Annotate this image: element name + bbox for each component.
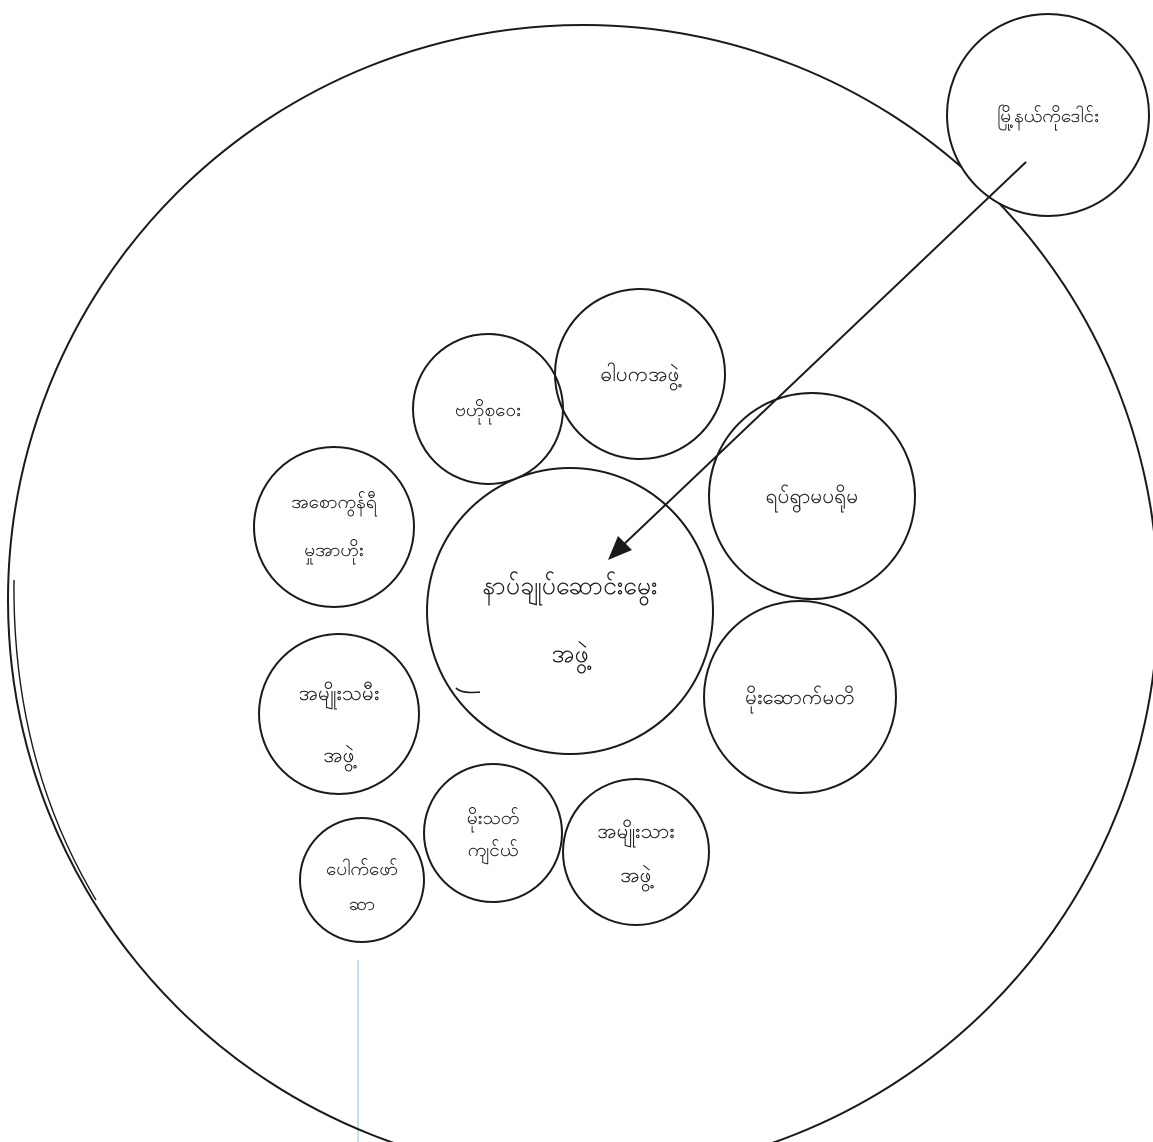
node-label-line2: ကျင်ယ်	[468, 838, 519, 865]
outer-boundary-circle	[7, 24, 1153, 1142]
node-top: ဗဟိုစုဝေး	[412, 333, 564, 485]
node-label: ရပ်ရွာမပရိုမ	[766, 483, 859, 514]
node-label-line1: အမျိုးသမီး	[299, 680, 380, 711]
center-node-circle	[426, 467, 714, 755]
external-node-label: မြို့နယ်ကိုဒေါင်း	[997, 103, 1099, 131]
node-right-upper: ရပ်ရွာမပရိုမ	[708, 392, 916, 600]
center-node: နာပ်ချုပ်ဆောင်းမွေး အဖွဲ့	[426, 467, 714, 755]
node-bottom-right: အမျိုးသား အဖွဲ့	[562, 778, 710, 926]
node-label: ဗဟိုစုဝေး	[455, 398, 521, 425]
node-label-line1: ပေါက်ဖော်	[326, 857, 398, 880]
node-circle	[412, 333, 564, 485]
node-circle	[423, 763, 563, 903]
node-circle	[562, 778, 710, 926]
node-label-line1: အစောကွန်ရီ	[291, 490, 378, 517]
node-label-line2: အဖွဲ့	[323, 743, 357, 773]
center-node-label-line2: အဖွဲ့	[551, 639, 592, 674]
node-bottom: မိုးသတ် ကျင်ယ်	[423, 763, 563, 903]
external-node: မြို့နယ်ကိုဒေါင်း	[946, 13, 1150, 217]
node-label-line2: အဖွဲ့	[620, 863, 654, 893]
external-node-circle	[946, 13, 1150, 217]
node-circle	[299, 817, 425, 943]
arrowhead-icon	[608, 536, 632, 560]
node-top-right: ဓါပကအဖွဲ့	[554, 288, 726, 460]
connector-arrow-line	[619, 161, 1027, 549]
node-label-line1: မိုးသတ်	[467, 806, 520, 833]
center-node-label-line1: နာပ်ချုပ်ဆောင်းမွေး	[483, 571, 658, 606]
node-circle	[258, 633, 420, 795]
node-circle	[253, 446, 415, 608]
node-bottom-left: ပေါက်ဖော် ဆာ	[299, 817, 425, 943]
node-label: မိုးဆောက်မတိ	[745, 684, 855, 714]
node-label-line2: မှုအာဟိုး	[304, 538, 364, 565]
boundary-double-stroke	[13, 579, 97, 901]
node-left-lower: အမျိုးသမီး အဖွဲ့	[258, 633, 420, 795]
node-circle	[703, 600, 897, 794]
node-label-line2: ဆာ	[349, 893, 375, 915]
node-circle	[708, 392, 916, 600]
node-label-line1: အမျိုးသား	[597, 818, 674, 849]
node-right-lower: မိုးဆောက်မတိ	[703, 600, 897, 794]
node-label: ဓါပကအဖွဲ့	[600, 361, 682, 392]
node-left-upper: အစောကွန်ရီ မှုအာဟိုး	[253, 446, 415, 608]
pen-mark	[455, 687, 481, 694]
